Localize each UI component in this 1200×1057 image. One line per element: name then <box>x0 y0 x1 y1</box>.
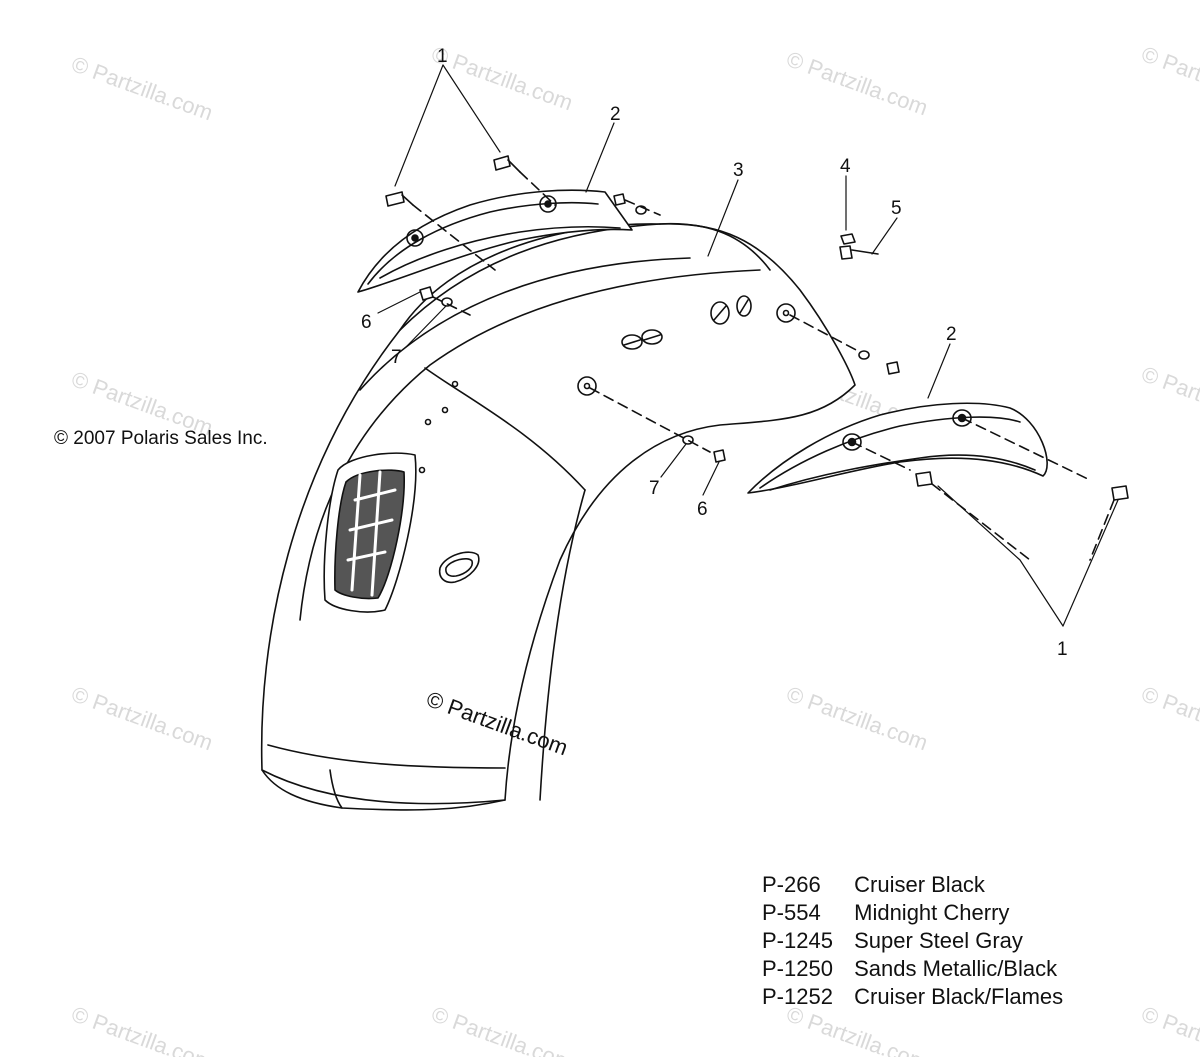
legend-row: P-1252 Cruiser Black/Flames <box>762 983 1063 1011</box>
callout-7: 7 <box>391 347 402 368</box>
fender-rail-left <box>357 189 633 293</box>
nut-6-center <box>713 449 726 463</box>
watermark: © Partzilla.com <box>428 41 576 115</box>
callout-4: 4 <box>840 156 851 177</box>
color-code: P-1245 <box>762 928 833 953</box>
watermark: © Partzilla.com <box>1138 41 1200 115</box>
color-name: Super Steel Gray <box>854 928 1023 953</box>
callout-3: 3 <box>733 160 744 181</box>
nut-6-right-top <box>886 361 900 375</box>
bolt-1-left-a <box>385 191 414 207</box>
watermark: © Partzilla.com <box>783 681 931 755</box>
color-legend: P-266 Cruiser Black P-554 Midnight Cherr… <box>762 871 1063 1011</box>
callout-1: 1 <box>437 46 448 67</box>
watermark: © Partzilla.com <box>68 51 216 125</box>
legend-row: P-1245 Super Steel Gray <box>762 927 1063 955</box>
color-name: Cruiser Black <box>854 872 985 897</box>
callout-6: 6 <box>361 312 372 333</box>
color-code: P-266 <box>762 872 821 897</box>
callout-2: 2 <box>610 104 621 125</box>
legend-row: P-554 Midnight Cherry <box>762 899 1063 927</box>
watermark: © Partzilla.com <box>1138 681 1200 755</box>
color-code: P-1250 <box>762 956 833 981</box>
watermark: © Partzilla.com <box>1138 1001 1200 1057</box>
color-name: Cruiser Black/Flames <box>854 984 1064 1009</box>
callout-2: 2 <box>946 324 957 345</box>
washer-7-center <box>682 435 694 445</box>
rear-fender <box>260 222 856 811</box>
callout-7: 7 <box>649 478 660 499</box>
color-code: P-554 <box>762 900 821 925</box>
bolt-1-right-a <box>915 471 933 487</box>
watermark: © Partzilla.com <box>1138 361 1200 435</box>
legend-row: P-266 Cruiser Black <box>762 871 1063 899</box>
assembly-lines <box>412 171 1115 561</box>
callout-1: 1 <box>1057 639 1068 660</box>
color-name: Midnight Cherry <box>854 900 1010 925</box>
fender-rail-right <box>747 402 1048 494</box>
callout-labels: 1 2 3 4 5 6 7 2 7 6 1 <box>361 46 1068 660</box>
copyright-notice: © 2007 Polaris Sales Inc. <box>54 428 268 449</box>
callout-6: 6 <box>697 499 708 520</box>
watermark: © Partzilla.com <box>68 681 216 755</box>
nut-4 <box>840 233 856 245</box>
nut-6-left <box>419 286 434 301</box>
washer-7-right-top <box>858 350 870 360</box>
watermark: © Partzilla.com <box>68 1001 216 1057</box>
bolt-5 <box>839 245 879 260</box>
watermark: © Partzilla.com <box>428 1001 576 1057</box>
callout-5: 5 <box>891 198 902 219</box>
color-name: Sands Metallic/Black <box>854 956 1058 981</box>
bolt-1-right-b <box>1111 485 1129 501</box>
legend-row: P-1250 Sands Metallic/Black <box>762 955 1063 983</box>
nut-6-top <box>613 193 626 206</box>
leader-lines <box>377 64 1119 627</box>
watermark: © Partzilla.com <box>783 46 931 120</box>
bolt-1-left-b <box>493 155 521 173</box>
color-code: P-1252 <box>762 984 833 1009</box>
